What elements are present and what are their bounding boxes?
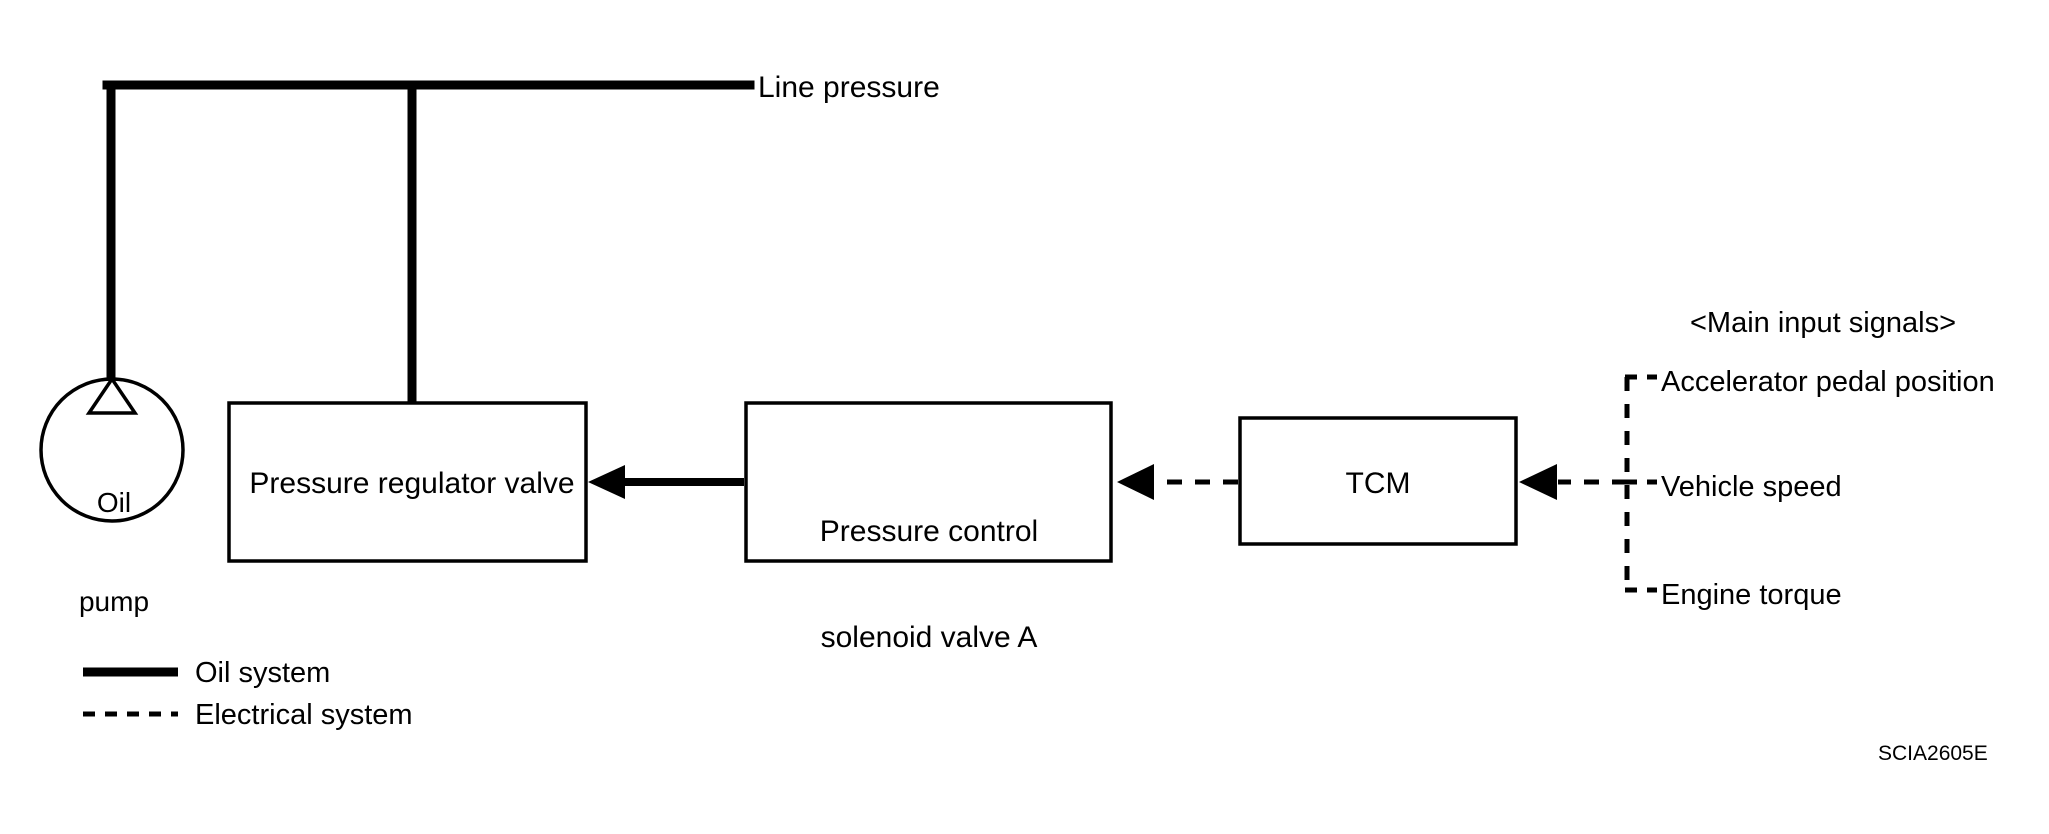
pressure-control-solenoid-valve-label-line-1: Pressure control xyxy=(819,514,1039,548)
legend-label-electrical-system: Electrical system xyxy=(195,699,413,731)
signal-arrow-inputs-to-tcm xyxy=(1519,464,1627,500)
tcm-label: TCM xyxy=(1345,467,1411,500)
input-signal-engine-torque: Engine torque xyxy=(1661,579,1842,611)
oil-pump-label-line-2: pump xyxy=(78,586,150,618)
oil-pump-label-line-1: Oil xyxy=(96,487,132,519)
pressure-regulator-valve-box[interactable] xyxy=(227,401,588,563)
pressure-regulator-valve-label: Pressure regulator valve xyxy=(249,467,575,500)
input-signal-vehicle-speed: Vehicle speed xyxy=(1661,471,1842,503)
legend-swatches xyxy=(83,667,178,717)
line-pressure-label: Line pressure xyxy=(758,71,940,104)
oil-pump-symbol xyxy=(39,375,185,523)
oil-flow-arrow-solenoid-to-regulator xyxy=(588,465,744,499)
pressure-control-solenoid-valve-label-line-2: solenoid valve A xyxy=(820,620,1038,654)
tcm-box[interactable] xyxy=(1238,416,1518,546)
oil-system-lines xyxy=(102,80,755,408)
figure-reference-code: SCIA2605E xyxy=(1878,742,1988,765)
main-input-signals-bracket xyxy=(1624,374,1657,593)
legend-label-oil-system: Oil system xyxy=(195,657,331,689)
signal-arrow-tcm-to-solenoid xyxy=(1117,464,1238,500)
oil-pump-label: Oil pump xyxy=(72,420,156,684)
oil-pump-triangle-icon xyxy=(85,375,139,415)
pressure-control-solenoid-valve-box[interactable] xyxy=(744,401,1113,563)
pressure-control-solenoid-valve-label: Pressure control solenoid valve A xyxy=(755,443,1103,726)
main-input-signals-header: <Main input signals> xyxy=(1690,307,1956,339)
input-signal-accelerator-pedal-position: Accelerator pedal position xyxy=(1661,366,1995,398)
